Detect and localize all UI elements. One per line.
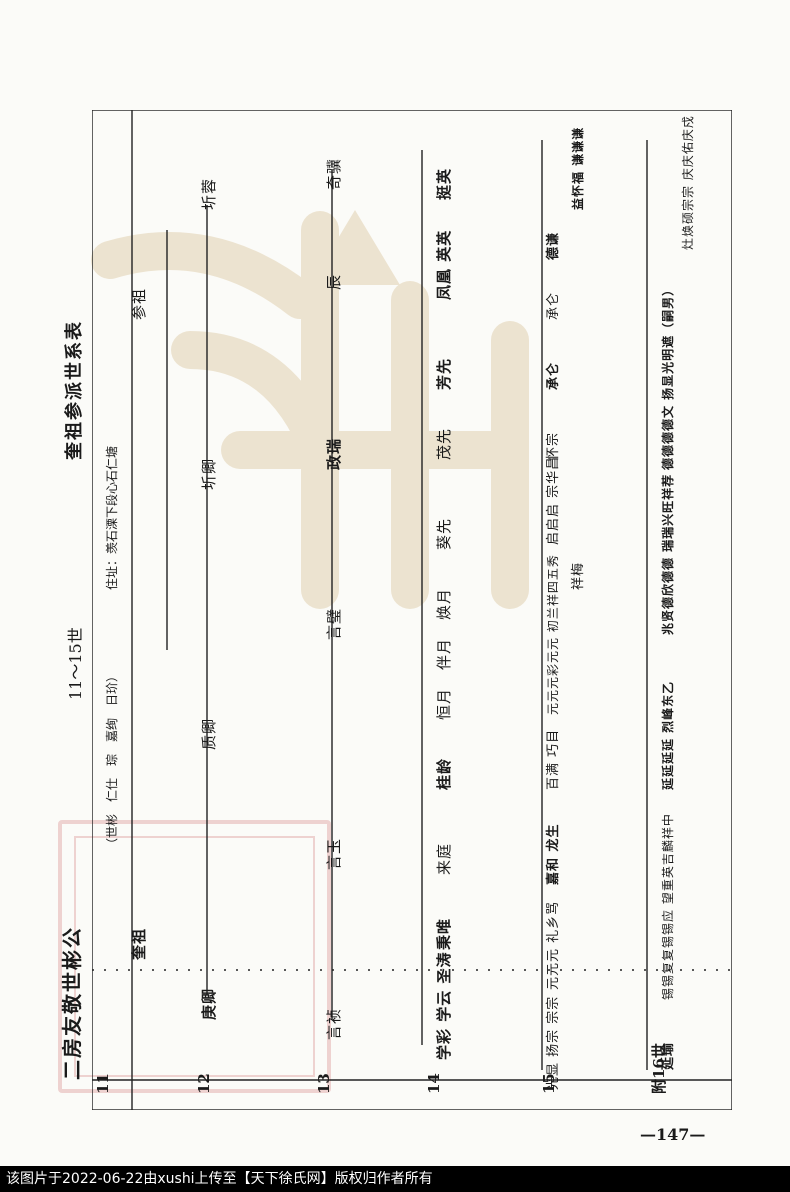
node-g15-11: 益怀福 谦谦谦 <box>571 126 585 210</box>
node-g16-2: 延延延延 烈峰东乙 <box>661 680 675 790</box>
node-g15-9: 承仑 <box>546 291 561 320</box>
collector-seal-stamp <box>58 820 331 1093</box>
node-g15-3: 百满 巧目 <box>546 728 561 790</box>
node-g16-1: 锡锡复复锡锡应 望重英吉麟祥中 <box>661 813 675 1000</box>
lineage-note: （世彬 仁仕 琮 嘉绚 日玠） <box>105 669 119 850</box>
node-g13-0: 言祯 <box>325 1007 343 1040</box>
node-g13-4: 辰 <box>325 273 343 290</box>
gen-label-13: 13 <box>315 1073 333 1094</box>
node-g13-3: 政瑞 <box>325 437 343 470</box>
node-g16-0: 延瑜 <box>661 1041 676 1070</box>
node-g12-1: 质卿 <box>200 717 218 750</box>
node-g14-2: 来庭 <box>435 842 453 875</box>
node-g14-6: 焕月 <box>435 587 453 620</box>
table-lines <box>92 110 732 1110</box>
page-number: —147— <box>640 1125 706 1144</box>
gen-label-11: 11 <box>94 1073 112 1094</box>
title-left: 二房友敬世彬公 <box>60 926 84 1080</box>
node-g13-5: 奇骥 <box>325 157 343 190</box>
node-g16-3: 兆贤德欣德德 瑞瑞兴旺祥荐 <box>661 473 675 635</box>
node-g15-6: 祥梅 <box>571 561 586 590</box>
gen-label-14: 14 <box>425 1073 443 1094</box>
node-g12-2: 圻卿 <box>200 457 218 490</box>
node-g15-5: 启启启 宗华昌 <box>546 455 561 545</box>
upload-footer-banner: 该图片于2022-06-22由xushi上传至【天下徐氏网】版权归作者所有 <box>0 1166 790 1192</box>
node-g15-7: 怀宗 <box>546 431 561 460</box>
node-g15-1: 元元元 礼乡骂 <box>546 900 561 990</box>
title-mid: 11～15世 <box>66 627 85 700</box>
rotated-content: 二房友敬世彬公 11～15世 奎祖参派世系表 （世彬 仁仕 琮 嘉绚 日玠） 住… <box>60 110 732 1110</box>
node-g11-0: 奎祖 <box>130 927 148 960</box>
node-g14-5: 伴月 <box>435 637 453 670</box>
node-g12-0: 庚卿 <box>200 987 218 1020</box>
node-g14-8: 茂先 <box>435 427 453 460</box>
gen-label-12: 12 <box>195 1073 213 1094</box>
node-g15-10: 德谦 <box>546 231 561 260</box>
node-g14-7: 葵先 <box>435 517 453 550</box>
node-g15-0: 光显 扬宗 宗宗 <box>546 995 561 1090</box>
node-g14-11: 挺英 <box>435 167 453 200</box>
node-g15-4: 元元元彩元元 初兰祥四五秀 <box>546 554 560 715</box>
node-g14-4: 恒月 <box>435 687 453 720</box>
node-g15-8: 承仑 <box>546 361 561 390</box>
node-g16-4: 德德德德文 扬显光明遮（嗣男） <box>661 282 675 470</box>
node-g13-2: 言璧 <box>325 607 343 640</box>
node-g16-5: 灶焕硕宗宗 庆庆佑庆戍 <box>681 115 695 250</box>
xushi-watermark-logo <box>91 210 529 609</box>
node-g13-1: 言玉 <box>325 837 343 870</box>
title-right: 奎祖参派世系表 <box>64 320 85 460</box>
node-g14-3: 桂龄 <box>435 757 453 790</box>
address-line: 住址：羡石溧下段心石仁塘 <box>105 445 119 590</box>
node-g14-1: 秉唯 <box>435 917 453 950</box>
genealogy-table-frame: 二房友敬世彬公 11～15世 奎祖参派世系表 （世彬 仁仕 琮 嘉绚 日玠） 住… <box>60 110 732 1110</box>
node-g14-10: 凤凰 英英 <box>435 229 453 300</box>
node-g12-3: 圻蓉 <box>200 177 218 210</box>
node-g14-0: 学彩 学云 圣涛 <box>435 951 453 1060</box>
node-g15-2: 嘉和 龙生 <box>546 823 561 885</box>
node-g11-1: 参祖 <box>130 287 148 320</box>
node-g14-9: 芳先 <box>435 357 453 390</box>
